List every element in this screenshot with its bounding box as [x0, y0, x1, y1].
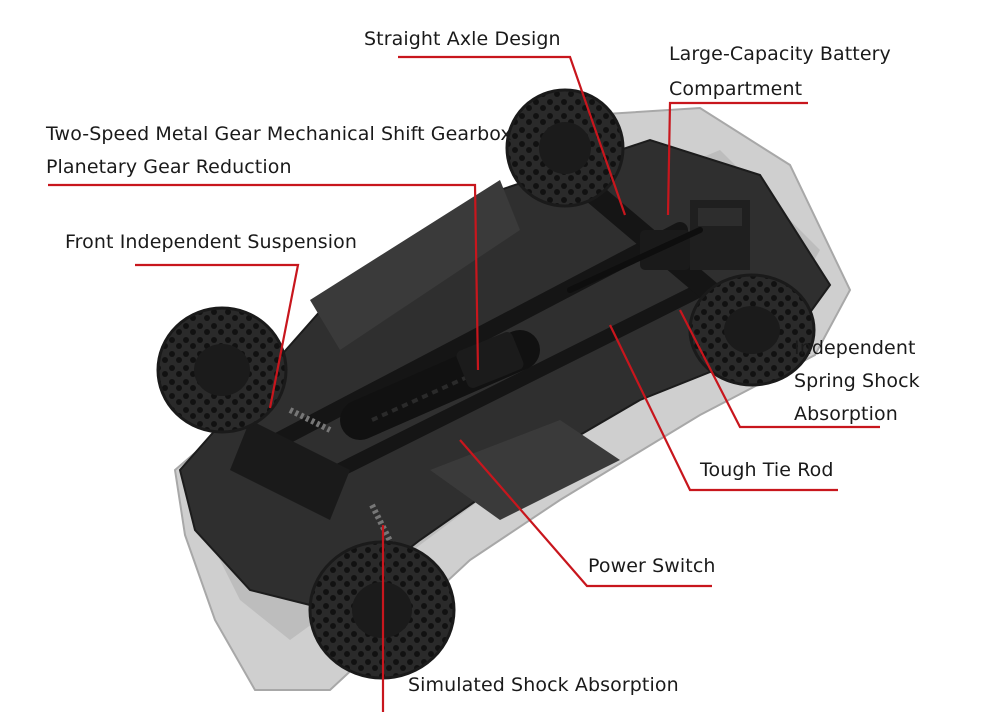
battery-compartment	[690, 200, 750, 270]
label-battery-line1: Large-Capacity Battery	[669, 43, 891, 65]
label-simulated-shock: Simulated Shock Absorption	[408, 674, 679, 696]
leader-battery	[666, 101, 808, 216]
frame-rails	[252, 222, 707, 497]
tire-rear-right	[688, 273, 816, 387]
label-front-suspension: Front Independent Suspension	[65, 231, 358, 253]
tire-front-left	[156, 306, 288, 434]
label-spring-line2: Spring Shock	[794, 370, 920, 392]
leader-tie-rod	[609, 324, 838, 492]
label-straight-axle: Straight Axle Design	[364, 28, 561, 50]
label-power-switch: Power Switch	[588, 555, 716, 577]
front-suspension	[230, 407, 395, 547]
leader-power-switch	[459, 439, 712, 588]
gearbox	[340, 330, 540, 440]
label-gearbox-line2: Planetary Gear Reduction	[46, 156, 292, 178]
label-tie-rod: Tough Tie Rod	[700, 459, 834, 481]
leader-straight-axle	[398, 55, 627, 216]
label-spring-line3: Absorption	[794, 403, 898, 425]
label-spring-line1: Independent	[794, 337, 916, 359]
tire-rear-left	[505, 88, 625, 208]
leader-front-suspension	[135, 263, 300, 409]
leader-gearbox	[48, 183, 480, 371]
tie-rod	[567, 227, 703, 293]
label-battery-line2: Compartment	[669, 78, 803, 100]
label-gearbox-line1: Two-Speed Metal Gear Mechanical Shift Ge…	[46, 123, 512, 145]
leader-spring-shock	[679, 309, 880, 429]
